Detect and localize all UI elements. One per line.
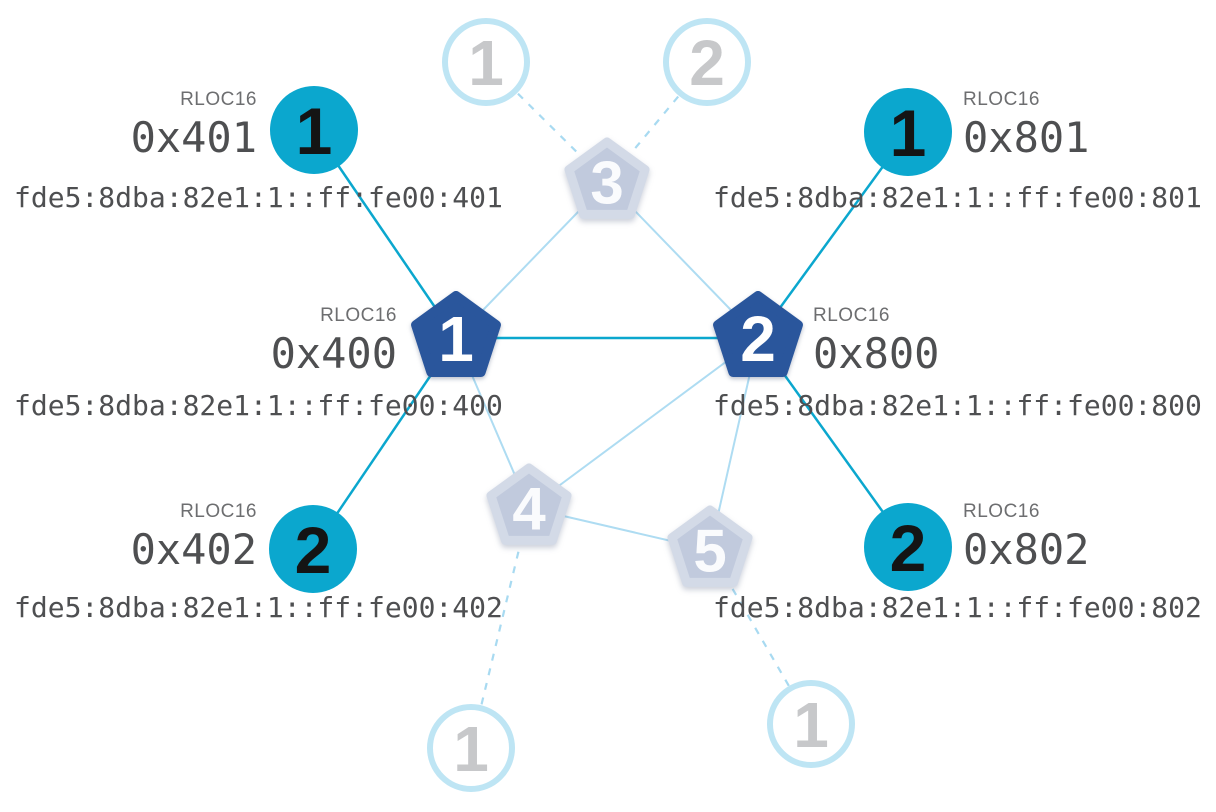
circle-child-icon [269, 505, 357, 593]
link-router-2-router-4 [528, 337, 759, 509]
circle-child-icon [442, 18, 530, 106]
link-sleepy-top-2-router-3 [606, 61, 708, 183]
node-number: 1 [438, 303, 474, 375]
node-number: 1 [296, 94, 333, 168]
node-child-402[interactable]: 2 [269, 505, 357, 593]
node-sleepy-top-2[interactable]: 2 [663, 18, 751, 106]
node-number: 2 [740, 303, 776, 375]
node-number: 3 [590, 150, 623, 217]
node-number: 1 [890, 96, 927, 170]
circle-child-icon [663, 18, 751, 106]
node-number: 2 [689, 27, 725, 99]
node-child-801[interactable]: 1 [864, 88, 952, 176]
node-number: 1 [468, 27, 504, 99]
node-router-5[interactable]: 5 [667, 505, 753, 587]
pentagon-router-icon [486, 463, 572, 545]
node-number: 1 [453, 713, 489, 785]
node-sleepy-bottom-1[interactable]: 1 [427, 704, 515, 792]
node-number: 2 [295, 513, 332, 587]
circle-child-icon [864, 88, 952, 176]
node-router-2[interactable]: 2 [713, 291, 803, 377]
node-number: 1 [793, 689, 829, 761]
circle-child-icon [270, 86, 358, 174]
pentagon-router-icon [667, 505, 753, 587]
node-child-401[interactable]: 1 [270, 86, 358, 174]
node-number: 4 [512, 476, 546, 543]
node-router-3[interactable]: 3 [564, 137, 650, 219]
pentagon-router-icon [713, 291, 803, 377]
node-router-4[interactable]: 4 [486, 463, 572, 545]
link-router-4-sleepy-bottom-1 [469, 507, 531, 749]
circle-child-icon [864, 503, 952, 591]
circle-child-icon [427, 704, 515, 792]
node-sleepy-top-1[interactable]: 1 [442, 18, 530, 106]
pentagon-router-icon [411, 291, 501, 377]
node-router-1[interactable]: 1 [411, 291, 501, 377]
node-number: 2 [890, 511, 927, 585]
circle-child-icon [767, 680, 855, 768]
node-child-802[interactable]: 2 [864, 503, 952, 591]
pentagon-router-icon [564, 137, 650, 219]
node-number: 5 [693, 518, 726, 585]
node-sleepy-bottom-2[interactable]: 1 [767, 680, 855, 768]
